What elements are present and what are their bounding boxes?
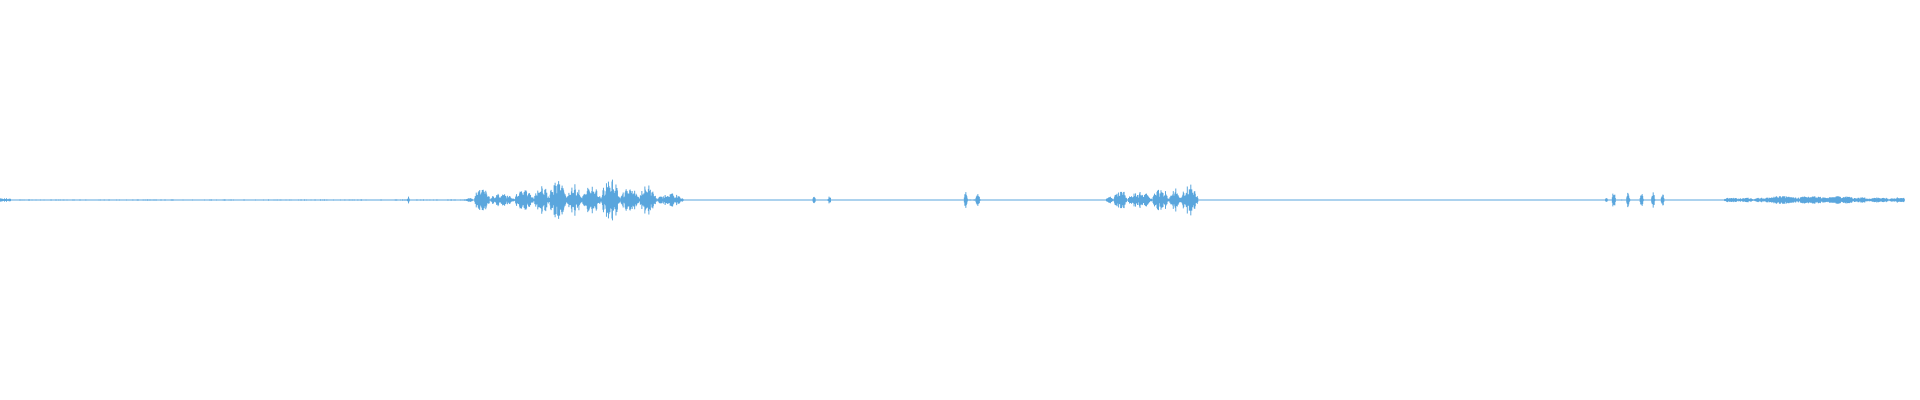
waveform-trace xyxy=(0,179,1905,221)
